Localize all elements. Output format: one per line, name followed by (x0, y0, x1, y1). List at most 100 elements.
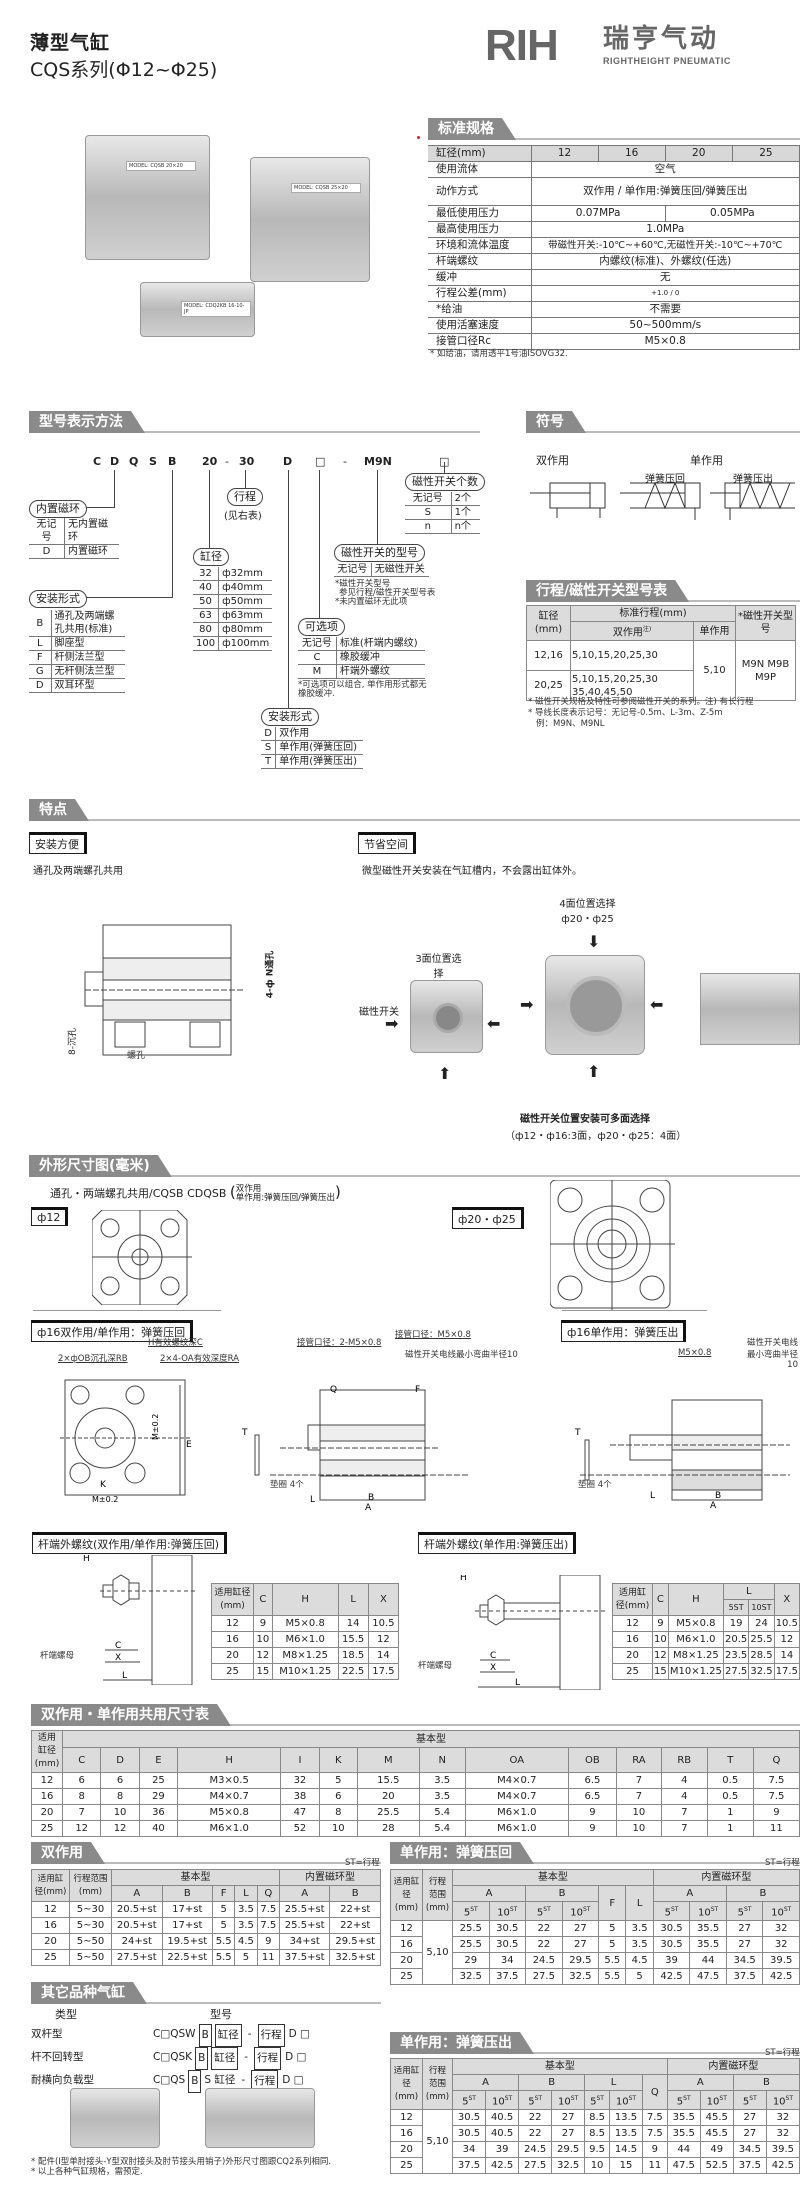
svg-text:B: B (715, 1491, 721, 1501)
arrow-down-icon: ⬇ (587, 932, 601, 951)
common-section-header: 双作用・单作用共用尺寸表 (31, 1704, 800, 1726)
rod-thread-b-drawing: H CX L (460, 1575, 605, 1690)
svg-text:M±0.2: M±0.2 (92, 1495, 118, 1504)
page-title: 薄型气缸 (30, 32, 111, 54)
spring-return-section-header: 单作用：弹簧压回 (390, 1842, 800, 1864)
stroke-label: 行程 (227, 488, 263, 506)
code-b: B (168, 455, 177, 468)
code-d: D (110, 455, 120, 468)
arrow-right-icon: ➡ (385, 1014, 399, 1033)
svg-text:螺孔: 螺孔 (127, 1050, 145, 1060)
svg-text:A: A (710, 1501, 717, 1510)
cylinder-symbols (530, 481, 795, 520)
side-view-16b: BA L T (574, 1399, 790, 1510)
code-option: □ (315, 455, 326, 468)
arrow-left-icon: ⬅ (650, 995, 664, 1014)
feature-left-title: 安装方便 (29, 832, 87, 854)
spring-extend-section-header: 单作用：弹簧压出 (390, 2032, 800, 2054)
svg-text:M±0.2: M±0.2 (151, 1414, 160, 1440)
rod-thread-a-title: 杆端外螺纹(双作用/单作用:弹簧压回) (32, 1532, 227, 1554)
svg-text:L: L (122, 1671, 127, 1681)
features-section-header: 特点 (29, 799, 800, 821)
product-photo-1: MODEL: CQSB 20×20 (85, 135, 210, 260)
stroke-notes: * 磁性开关规格及特性可参阅磁性开关的系列。注) 有长行程* 导线长度表示记号：… (528, 697, 754, 729)
logo-cn: 瑞亨气动 (603, 24, 720, 54)
code-stroke: 30 (239, 455, 255, 468)
code-q: Q (129, 455, 139, 468)
endview-12 (92, 1210, 192, 1305)
code-dash2: - (343, 455, 347, 468)
svg-text:T: T (241, 1428, 248, 1438)
arrow-up-icon: ⬆ (587, 1062, 601, 1081)
code-count: □ (439, 455, 449, 468)
mounting-drawing: 螺孔 (84, 924, 245, 1060)
switch-model-table: 无记号无磁性开关 (334, 563, 429, 577)
other-cylinder-photo-2 (205, 2088, 315, 2148)
code-dash1: - (225, 455, 229, 468)
spec-section-header: 标准规格 (428, 118, 800, 140)
stroke-sub: (见右表) (224, 511, 262, 522)
feature-right-title: 节省空间 (358, 832, 416, 854)
svg-text:A: A (365, 1503, 372, 1510)
svg-text:L: L (515, 1678, 520, 1688)
svg-text:H: H (460, 1575, 467, 1583)
svg-text:C: C (490, 1651, 496, 1661)
endview-2025 (550, 1180, 675, 1310)
svg-text:F: F (415, 1385, 420, 1395)
svg-text:L: L (310, 1495, 315, 1505)
option-label: 可选项 (298, 618, 345, 636)
option-note: *可选项可以组合, 单作用形式都无橡胶缓冲. (298, 680, 427, 699)
endcap-photo-large (545, 955, 645, 1055)
logo-en: RIGHTHEIGHT PNEUMATIC (603, 56, 731, 66)
arrow-right-icon: ➡ (520, 995, 534, 1014)
code-s: S (149, 455, 157, 468)
others-section-header: 其它品种气缸 (31, 1982, 381, 2004)
svg-text:K: K (100, 1480, 107, 1490)
svg-text:L: L (650, 1491, 655, 1501)
switch-model-label: 磁性开关的型号 (334, 544, 425, 562)
endcap-photo-small (410, 980, 483, 1053)
code-c: C (93, 455, 102, 468)
svg-text:H: H (83, 1555, 90, 1564)
cylinder-side-photo (700, 973, 800, 1045)
model-section-header: 型号表示方法 (29, 411, 480, 433)
double-section-header: 双作用 (31, 1842, 381, 1864)
arrow-up-icon: ⬆ (438, 1064, 452, 1083)
brand-logo: RIH 瑞亨气动 RIGHTHEIGHT PNEUMATIC (485, 24, 790, 68)
svg-text:X: X (115, 1653, 121, 1663)
rod-thread-b-title: 杆端外螺纹(单作用:弹簧压出) (418, 1532, 577, 1554)
spec-note: * 如给油，请用透平1号油ISOVG32. (430, 349, 568, 359)
other-cylinder-photo-1 (70, 2088, 160, 2148)
svg-text:T: T (574, 1428, 581, 1438)
code-bore: 20 (202, 455, 218, 468)
bore-label: 缸径 (193, 548, 229, 566)
stroke-section-header: 行程/磁性开关型号表 (526, 580, 800, 602)
mount-label: 安装形式 (29, 590, 87, 608)
page-subtitle: CQS系列(Φ12~Φ25) (30, 59, 218, 81)
code-action: D (283, 455, 293, 468)
code-switch: M9N (364, 455, 392, 468)
svg-text:E: E (186, 1440, 192, 1450)
svg-text:X: X (490, 1663, 496, 1673)
logo-mark: RIH (485, 21, 559, 70)
others-notes: * 配件(I型单肘接头-Y型双肘接头及肘节接头用销子)外形尺寸图跟CQ2系列相同… (31, 2157, 332, 2177)
